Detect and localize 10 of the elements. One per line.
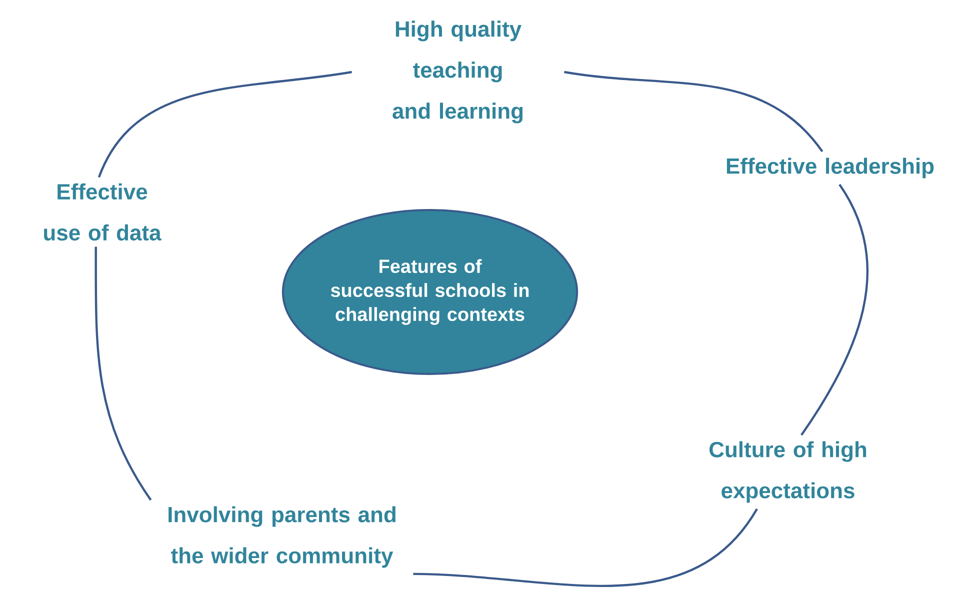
feature-label: Culture of high expectations (710, 441, 866, 503)
connecting-arc (800, 184, 869, 436)
feature-label: Effective use of data (44, 183, 162, 241)
connecting-arc (94, 246, 152, 501)
feature-label: High quality teaching and learning (392, 20, 523, 124)
connecting-arc (413, 508, 758, 587)
connecting-arc (564, 70, 824, 152)
feature-label: Involving parents and the wider community (168, 506, 396, 568)
feature-label: Effective leadership (726, 158, 934, 178)
connecting-arc (98, 70, 352, 178)
